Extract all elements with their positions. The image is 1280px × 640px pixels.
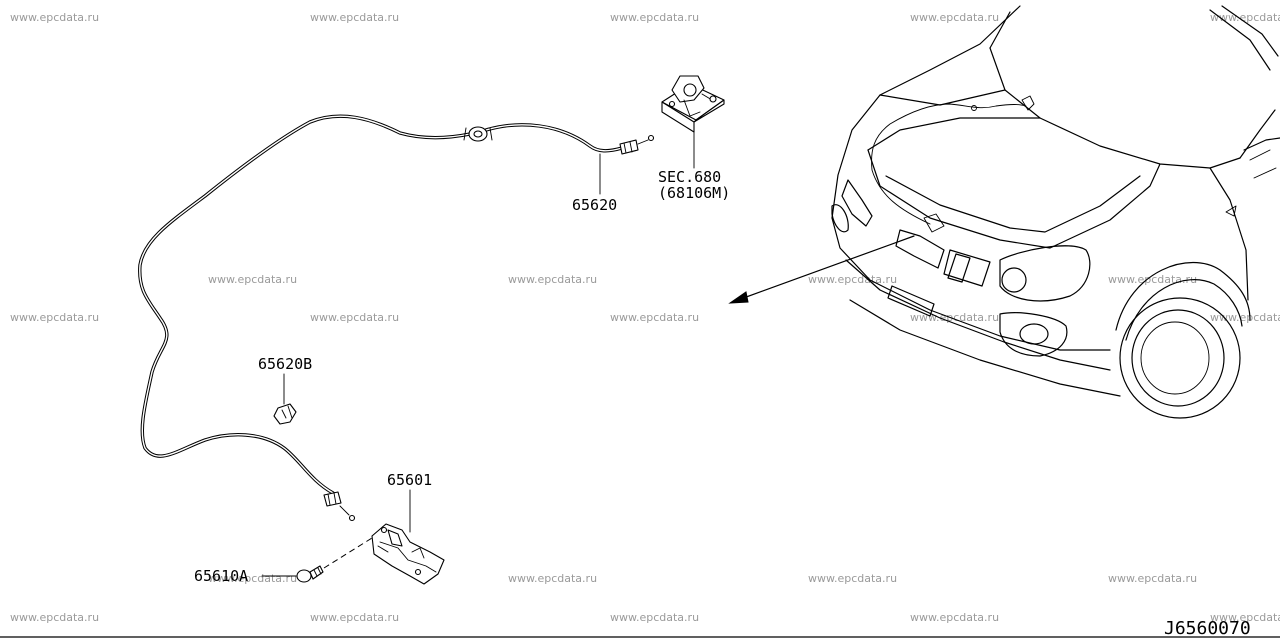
hood-release-handle[interactable] bbox=[371, 523, 445, 585]
watermark: www.epcdata.ru bbox=[208, 572, 298, 585]
watermark: www.epcdata.ru bbox=[10, 611, 100, 624]
watermark: www.epcdata.ru bbox=[910, 11, 1000, 24]
watermark: www.epcdata.ru bbox=[1210, 611, 1280, 624]
watermark: www.epcdata.ru bbox=[610, 611, 700, 624]
watermark: www.epcdata.ru bbox=[508, 572, 598, 585]
watermark: www.epcdata.ru bbox=[508, 273, 598, 286]
watermark: www.epcdata.ru bbox=[310, 311, 400, 324]
cable-clip[interactable] bbox=[273, 403, 297, 425]
watermark: www.epcdata.ru bbox=[610, 11, 700, 24]
label-68106m: (68106M) bbox=[658, 184, 731, 202]
watermark: www.epcdata.ru bbox=[208, 273, 298, 286]
label-65610a: 65610A bbox=[194, 567, 249, 585]
hood-lock-cable[interactable] bbox=[138, 114, 655, 522]
location-arrow bbox=[728, 235, 915, 304]
watermark: www.epcdata.ru bbox=[310, 11, 400, 24]
vehicle-illustration bbox=[831, 5, 1280, 419]
watermark: www.epcdata.ru bbox=[1108, 572, 1198, 585]
watermark: www.epcdata.ru bbox=[910, 611, 1000, 624]
label-65620: 65620 bbox=[572, 196, 618, 214]
handle-bolt[interactable] bbox=[296, 565, 324, 583]
diagram-id: J6560070 bbox=[1164, 618, 1251, 639]
watermark: www.epcdata.ru bbox=[310, 611, 400, 624]
watermark: www.epcdata.ru bbox=[610, 311, 700, 324]
label-sec-680: SEC.680 bbox=[658, 168, 722, 186]
install-direction-line bbox=[323, 537, 373, 569]
hood-lock[interactable] bbox=[661, 75, 725, 133]
label-65601: 65601 bbox=[387, 471, 433, 489]
label-65620b: 65620B bbox=[258, 355, 313, 373]
watermark: www.epcdata.ru bbox=[10, 11, 100, 24]
watermark: www.epcdata.ru bbox=[1210, 11, 1280, 24]
watermark: www.epcdata.ru bbox=[10, 311, 100, 324]
watermark: www.epcdata.ru bbox=[808, 572, 898, 585]
